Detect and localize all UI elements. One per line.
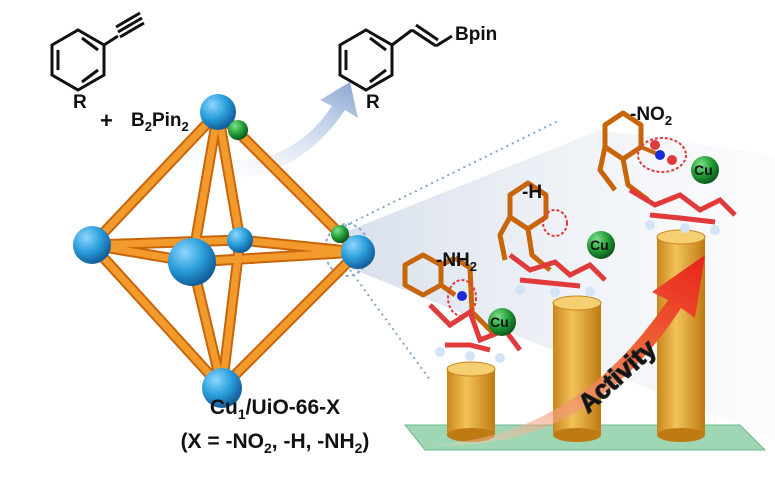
octahedron-framework [73,94,375,408]
activity-bar-1 [447,369,495,435]
reagent-label: B2Pin2 [131,110,189,134]
activity-bar-2-cap [552,295,602,311]
product-r-label: R [366,92,380,113]
no2-label: -NO2 [630,104,672,128]
site-h: -H Cu [497,180,615,297]
activity-bar-1-cap [446,361,496,377]
h-cu-label: Cu [590,237,609,253]
product-bpin-label: Bpin [455,24,497,45]
nh2-cu-label: Cu [490,314,509,330]
catalyst-variants: (X = -NO2, -H, -NH2) [180,430,370,457]
cu-single-atom-1 [228,120,248,140]
product-vinylboronate [338,23,453,92]
activity-bar-3-cap [656,229,706,245]
reactant-alkyne [50,11,145,92]
catalyst-name: Cu1/UiO-66-X [209,396,341,423]
no2-cu-label: Cu [694,162,713,178]
site-nh2: -NH2 Cu [402,250,522,363]
reactant-r-label: R [73,92,87,113]
nh2-label: -NH2 [436,250,477,274]
site-no2: -NO2 Cu [597,104,737,235]
activity-bar-3-bottom [657,428,705,442]
h-label: -H [522,182,542,203]
catalyst-caption: Cu1/UiO-66-X (X = -NO2, -H, -NH2) [150,394,400,462]
plus-sign: + [100,108,113,133]
cu-single-atom-2 [331,225,349,243]
activity-bar-2-bottom [553,428,601,442]
